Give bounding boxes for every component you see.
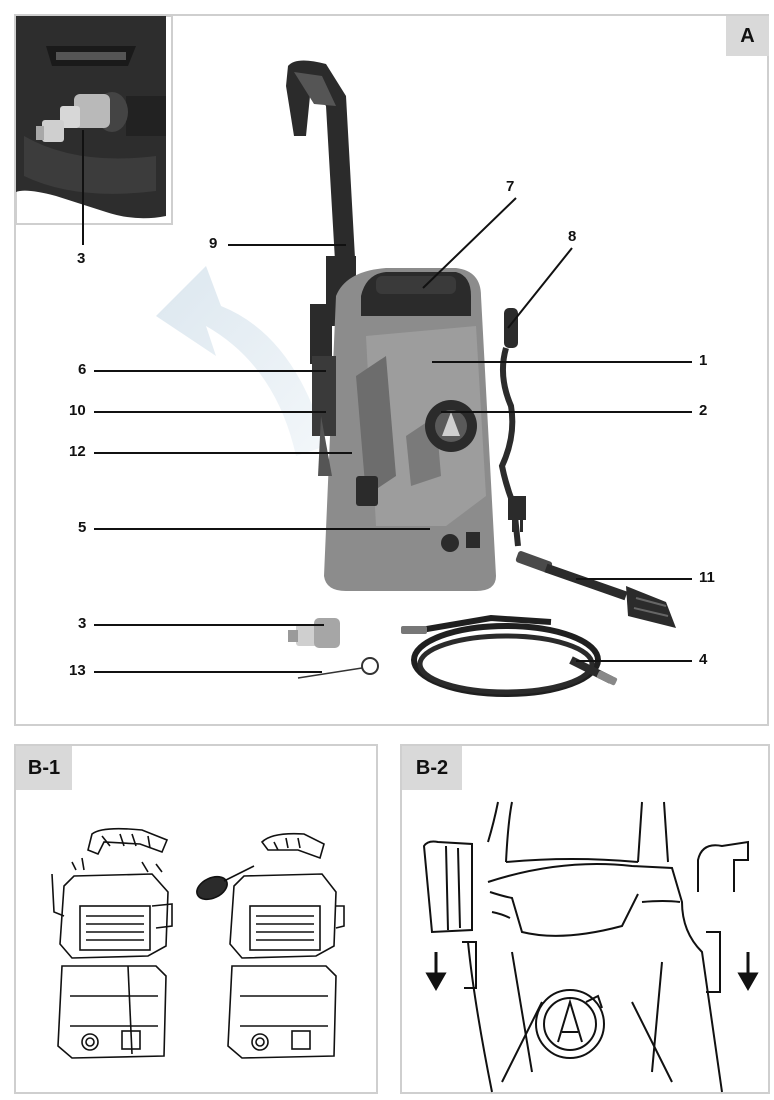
callout-3-inset: 3	[77, 250, 86, 267]
leader-line-6	[94, 370, 326, 372]
figure-panel-b2: B-2	[400, 744, 770, 1094]
leader-line-10	[94, 411, 326, 413]
cleaning-needle-image	[297, 657, 379, 679]
handle-assembly-drawing	[51, 827, 173, 1059]
leader-line-2	[441, 411, 692, 413]
leader-line-3	[94, 624, 324, 626]
down-arrow-icon-left	[425, 952, 447, 992]
panel-b1-tag: B-1	[16, 746, 72, 790]
callout-5: 5	[78, 519, 87, 536]
leader-line-11	[576, 578, 692, 580]
leader-line-4	[576, 660, 692, 662]
leader-line-3-inset	[82, 130, 84, 245]
callout-2: 2	[699, 402, 708, 419]
panel-a-tag: A	[726, 16, 769, 56]
figure-panel-b1: B-1	[14, 744, 378, 1094]
leader-line-9	[228, 244, 346, 246]
callout-6: 6	[78, 361, 87, 378]
down-arrow-icon-right	[737, 952, 759, 992]
panel-b2-tag: B-2	[402, 746, 462, 790]
leader-line-12	[94, 452, 352, 454]
callout-10: 10	[69, 402, 86, 419]
callout-7: 7	[506, 178, 515, 195]
high-pressure-hose-image	[401, 614, 618, 697]
callout-3: 3	[78, 615, 87, 632]
leader-line-8	[507, 247, 573, 329]
figure-panel-a: A 3	[14, 14, 769, 726]
pressure-washer-image	[286, 60, 526, 591]
screwdriver-assembly-drawing	[196, 832, 345, 1059]
callout-13: 13	[69, 662, 86, 679]
callout-8: 8	[568, 228, 577, 245]
leader-line-5	[94, 528, 430, 530]
rotation-arrow-icon	[156, 266, 326, 456]
callout-12: 12	[69, 443, 86, 460]
leader-line-7	[422, 197, 517, 289]
callout-4: 4	[699, 651, 708, 668]
nozzle-lance-image	[515, 551, 676, 628]
callout-1: 1	[699, 352, 708, 369]
leader-line-13	[94, 671, 322, 673]
quick-connector-inset-image	[15, 15, 173, 225]
garden-hose-adapter-image	[288, 618, 340, 648]
callout-9: 9	[209, 235, 218, 252]
hook-attachment-drawing	[422, 801, 759, 1093]
callout-11: 11	[699, 569, 715, 586]
leader-line-1	[432, 361, 692, 363]
